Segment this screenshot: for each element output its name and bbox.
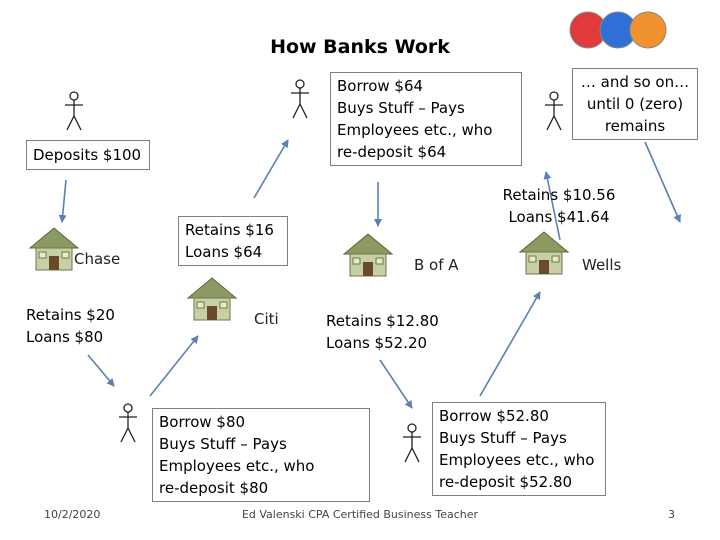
borrow-64-box: Borrow $64 Buys Stuff – Pays Employees e… [330,72,522,166]
money-house-icon [342,233,394,277]
page-number: 3 [668,508,675,521]
arrow-borrower80-to-citi [149,335,199,397]
borrow-5280-line3: Employees etc., who [439,451,595,469]
borrow-80-line3: Employees etc., who [159,457,315,475]
retains-1056-label: Retains $10.56 Loans $41.64 [494,184,624,228]
person-icon [403,423,421,463]
bank-label-citi: Citi [254,310,279,328]
borrow-80-line4: re-deposit $80 [159,479,269,497]
money-house-icon [186,277,238,321]
footer-date: 10/2/2020 [44,508,101,521]
borrow-5280-line2: Buys Stuff – Pays [439,429,567,447]
loans-64-line2: Loans $64 [185,243,263,261]
deposits-label: Deposits $100 [33,146,142,164]
bank-label-chase: Chase [74,250,121,268]
slide-title: How Banks Work [270,36,450,58]
and-so-on-line1: … and so on… [580,73,690,91]
retains-16-box: Retains $16 Loans $64 [178,216,288,266]
retains-1280-label: Retains $12.80 Loans $52.20 [326,310,439,354]
retains-16-line1: Retains $16 [185,221,274,239]
retains-20-line1: Retains $20 [26,306,115,324]
arrow-chase-to-borrower80 [87,354,115,387]
bank-label-bofa: B of A [414,256,459,274]
borrow-64-line1: Borrow $64 [337,77,424,95]
arrow-wells-to-borrower [543,171,561,241]
person-icon [119,403,137,443]
borrow-64-line3: Employees etc., who [337,121,493,139]
footer-author: Ed Valenski CPA Certified Business Teach… [241,508,479,521]
loans-4164-line2: Loans $41.64 [508,208,610,226]
borrow-5280-line4: re-deposit $52.80 [439,473,573,491]
borrow-64-line4: re-deposit $64 [337,143,447,161]
money-house-icon [518,231,570,275]
person-icon [291,79,309,119]
borrow-80-line1: Borrow $80 [159,413,246,431]
arrow-borrower5280-to-wells [479,291,541,397]
retains-1056-line1: Retains $10.56 [502,186,616,204]
and-so-on-line2: until 0 (zero) [586,95,684,113]
logo-circles [569,11,667,49]
arrow-citi-to-borrower64 [253,139,289,199]
deposits-box: Deposits $100 [26,140,150,170]
person-icon [65,91,83,131]
logo-circle-orange [629,11,667,49]
borrow-80-box: Borrow $80 Buys Stuff – Pays Employees e… [152,408,370,502]
arrow-bofa-to-borrower5280 [379,359,413,409]
arrow-deposit-to-chase [58,179,67,223]
loans-80-line2: Loans $80 [26,328,104,346]
arrow-and-so-on [644,141,681,223]
retains-20-label: Retains $20 Loans $80 [26,304,115,348]
borrow-5280-line1: Borrow $52.80 [439,407,549,425]
person-icon [545,91,563,131]
retains-1280-line1: Retains $12.80 [326,312,439,330]
and-so-on-box: … and so on… until 0 (zero) remains [572,68,698,140]
borrow-64-line2: Buys Stuff – Pays [337,99,465,117]
loans-5220-line2: Loans $52.20 [326,334,428,352]
borrow-5280-box: Borrow $52.80 Buys Stuff – Pays Employee… [432,402,606,496]
bank-label-wells: Wells [582,256,622,274]
money-house-icon [28,227,80,271]
and-so-on-line3: remains [604,117,666,135]
borrow-80-line2: Buys Stuff – Pays [159,435,287,453]
